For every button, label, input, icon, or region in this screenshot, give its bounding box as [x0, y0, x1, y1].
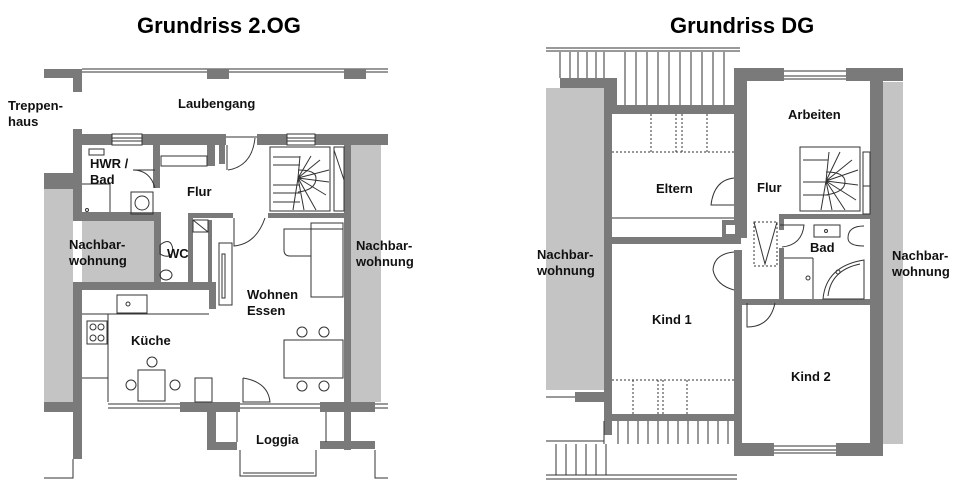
room-label-treppenhaus: Treppen- haus	[8, 98, 63, 129]
walls-dg	[560, 68, 903, 456]
walls-2og	[44, 69, 388, 459]
room-label-eltern: Eltern	[656, 181, 693, 196]
fixtures-2og	[44, 133, 388, 479]
room-label-flur-2og: Flur	[187, 184, 212, 199]
room-label-nachbar-left-dg: Nachbar- wohnung	[537, 247, 595, 278]
room-label-hwr-bad: HWR / Bad	[90, 156, 129, 187]
room-label-wohnen-essen: Wohnen Essen	[247, 287, 299, 318]
fixtures-dg	[546, 47, 871, 480]
room-label-laubengang: Laubengang	[178, 96, 256, 111]
room-label-nachbar-right-dg: Nachbar- wohnung	[892, 248, 950, 279]
plan-title-2og: Grundriss 2.OG	[137, 13, 301, 38]
plan-title-dg: Grundriss DG	[670, 13, 815, 38]
room-label-kind1: Kind 1	[652, 312, 692, 327]
room-label-loggia: Loggia	[256, 432, 299, 447]
wall-inner-fix	[726, 225, 735, 234]
room-label-nachbar-left-2og: Nachbar- wohnung	[69, 237, 127, 268]
laubengang-railing	[82, 68, 388, 73]
room-label-arbeiten: Arbeiten	[788, 107, 841, 122]
room-label-nachbar-right-2og: Nachbar- wohnung	[356, 238, 414, 269]
room-label-wc: WC	[167, 246, 189, 261]
room-label-flur-dg: Flur	[757, 180, 782, 195]
room-label-bad: Bad	[810, 240, 835, 255]
neighbor-areas-dg	[546, 82, 903, 444]
room-label-kind2: Kind 2	[791, 369, 831, 384]
room-label-kueche: Küche	[131, 333, 171, 348]
neighbor-left-2og-fill-fix	[82, 221, 154, 282]
